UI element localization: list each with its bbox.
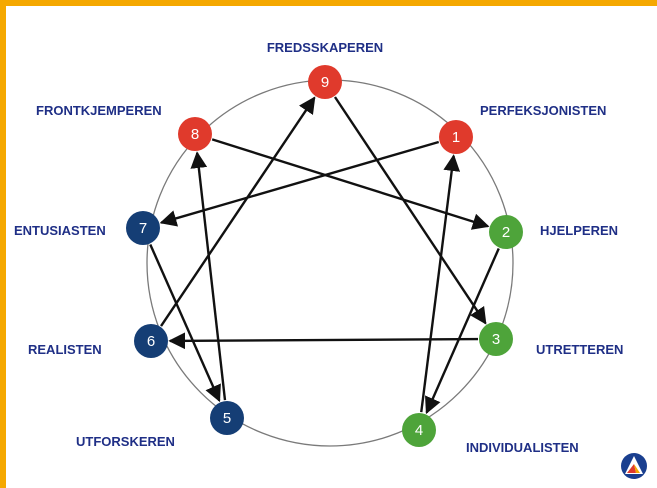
node-8-circle xyxy=(178,117,212,151)
brand-logo-icon xyxy=(621,453,647,479)
label-fredsskaperen: FREDSSKAPEREN xyxy=(267,40,383,55)
node-6-number: 6 xyxy=(147,333,155,350)
arrow-5-to-8 xyxy=(190,151,227,401)
diagram-frame: 9 1 2 3 4 5 6 7 xyxy=(6,6,657,488)
arrow-7-to-5 xyxy=(149,243,221,403)
arrows-layer xyxy=(149,96,500,415)
enneagram-diagram: 9 1 2 3 4 5 6 7 xyxy=(14,40,647,479)
node-6[interactable]: 6 xyxy=(134,324,168,358)
node-3-circle xyxy=(479,322,513,356)
node-1-circle xyxy=(439,120,473,154)
label-frontkjemperen: FRONTKJEMPEREN xyxy=(36,103,162,118)
node-4-circle xyxy=(402,413,436,447)
label-perfeksjonisten: PERFEKSJONISTEN xyxy=(480,103,606,118)
node-1[interactable]: 1 xyxy=(439,120,473,154)
arrow-1-to-7 xyxy=(159,140,440,227)
node-5-circle xyxy=(210,401,244,435)
label-utforskeren: UTFORSKEREN xyxy=(76,434,175,449)
node-8-number: 8 xyxy=(191,126,199,143)
node-3[interactable]: 3 xyxy=(479,322,513,356)
node-3-number: 3 xyxy=(492,331,500,348)
node-5-number: 5 xyxy=(223,410,231,427)
arrow-4-to-1 xyxy=(420,154,461,413)
node-6-circle xyxy=(134,324,168,358)
label-utretteren: UTRETTEREN xyxy=(536,342,623,357)
arrow-2-to-4 xyxy=(425,247,500,415)
arrow-9-to-3 xyxy=(333,96,487,325)
node-2[interactable]: 2 xyxy=(489,215,523,249)
node-4-number: 4 xyxy=(415,422,423,439)
label-individualisten: INDIVIDUALISTEN xyxy=(466,440,579,455)
node-9[interactable]: 9 xyxy=(308,65,342,99)
label-hjelperen: HJELPEREN xyxy=(540,223,618,238)
label-realisten: REALISTEN xyxy=(28,342,102,357)
arrow-8-to-2 xyxy=(211,138,490,230)
node-5[interactable]: 5 xyxy=(210,401,244,435)
node-9-circle xyxy=(308,65,342,99)
node-4[interactable]: 4 xyxy=(402,413,436,447)
node-2-number: 2 xyxy=(502,224,510,241)
node-1-number: 1 xyxy=(452,129,460,146)
node-7-circle xyxy=(126,211,160,245)
label-entusiasten: ENTUSIASTEN xyxy=(14,223,106,238)
arrow-3-to-6 xyxy=(168,332,479,350)
node-7-number: 7 xyxy=(139,220,147,237)
arrow-6-to-9 xyxy=(160,96,316,327)
node-9-number: 9 xyxy=(321,74,329,91)
node-7[interactable]: 7 xyxy=(126,211,160,245)
node-8[interactable]: 8 xyxy=(178,117,212,151)
node-2-circle xyxy=(489,215,523,249)
